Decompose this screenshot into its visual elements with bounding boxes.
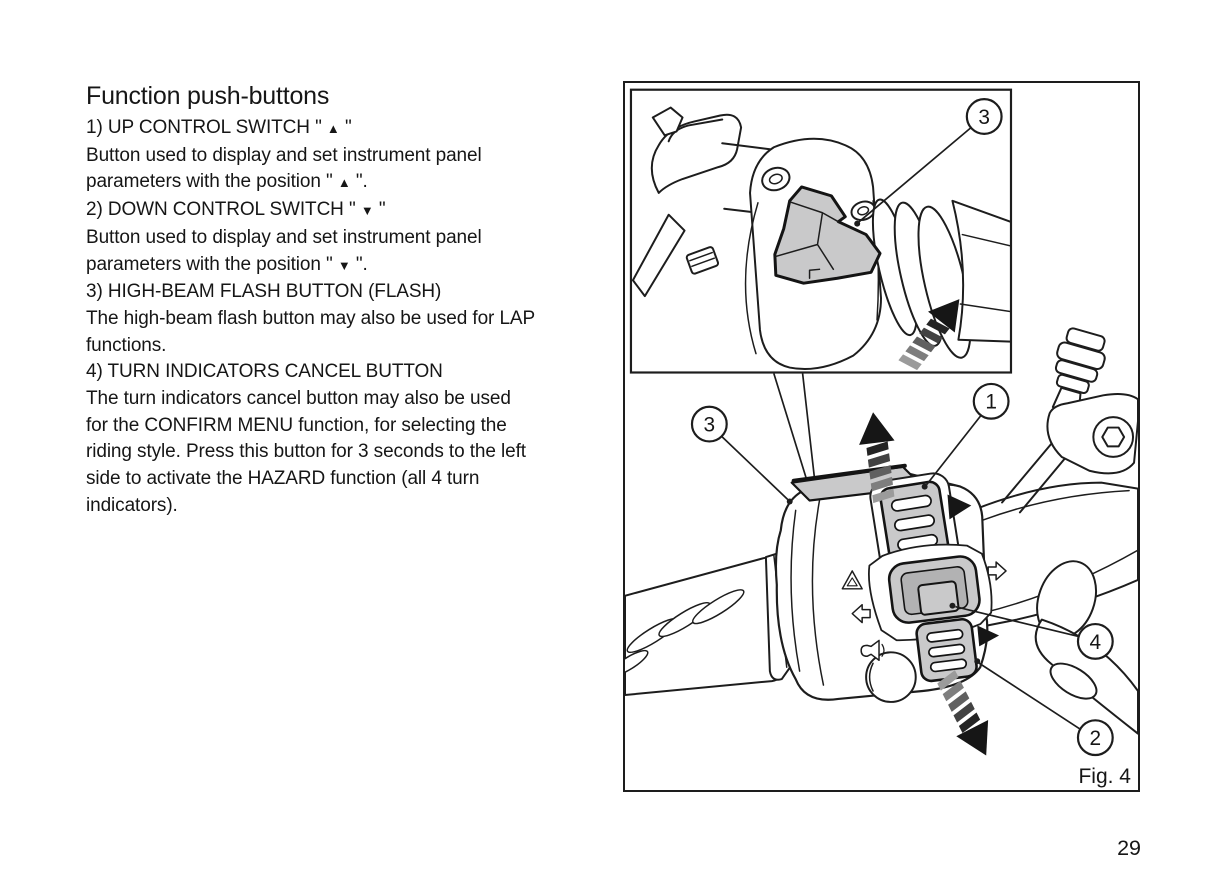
svg-text:3: 3 [704, 414, 716, 437]
handlebar-switchgear-illustration: 3 [625, 88, 1138, 764]
right-turn-arrow-icon [987, 561, 1007, 581]
page-title: Function push-buttons [86, 82, 330, 110]
page-number: 29 [1117, 836, 1141, 860]
down-direction-arrow-icon [929, 666, 1003, 764]
page-body-text: 1) UP CONTROL SWITCH " ▲ " Button used t… [86, 117, 536, 516]
callout-3-inset: 3 [965, 98, 1003, 135]
svg-text:2: 2 [1090, 727, 1102, 750]
horn-button [865, 651, 917, 703]
inset-projection-lines [773, 373, 816, 483]
callout-2: 2 [1076, 719, 1114, 757]
hazard-triangle-icon [841, 570, 863, 590]
handlebar-right-assembly [971, 327, 1138, 735]
inset-border [629, 88, 1013, 374]
figure-4-box: 3 [623, 81, 1140, 792]
horn-icon [860, 639, 885, 661]
left-turn-arrow-icon [851, 603, 871, 624]
turn-indicators-cancel-button [868, 543, 993, 642]
lower-right-tube [1034, 560, 1138, 735]
callout-leaders [720, 414, 1080, 730]
svg-text:3: 3 [978, 106, 990, 129]
figure-caption: Fig. 4 [1074, 765, 1131, 789]
up-position-triangle-icon [947, 494, 972, 520]
figure-inset-zoom [631, 106, 1011, 373]
callout-1: 1 [972, 382, 1010, 420]
svg-text:1: 1 [985, 391, 997, 414]
callout-3-main: 3 [690, 405, 728, 443]
handlebar-grip [625, 551, 797, 696]
lever-clamp [1046, 393, 1138, 475]
inset-handlebar-clamp [631, 106, 771, 298]
inset-handlebar-rings [871, 198, 1011, 359]
down-control-switch [915, 617, 978, 683]
svg-text:4: 4 [1090, 631, 1102, 654]
inset-clamp-screw [761, 166, 791, 192]
inset-clamp-screw-2 [850, 200, 876, 222]
flash-lever-inset [773, 185, 882, 285]
callout-4: 4 [1076, 622, 1114, 660]
down-position-triangle-icon [977, 625, 1000, 647]
